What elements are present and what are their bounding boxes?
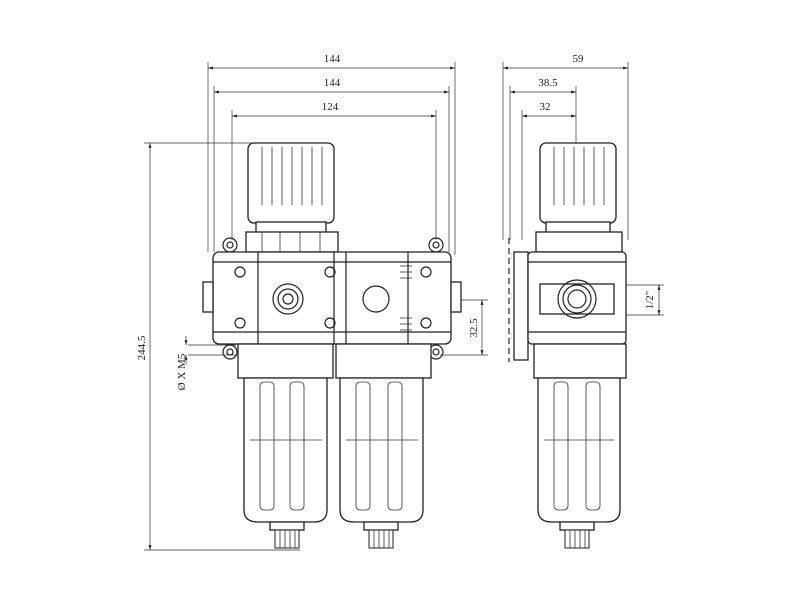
dimension-mounting-holes: Ø X M5 bbox=[176, 336, 236, 390]
side-bowl bbox=[533, 343, 627, 549]
dimension-32: 32 bbox=[521, 101, 576, 240]
side-bracket bbox=[508, 238, 529, 362]
dim-label-124: 124 bbox=[322, 101, 339, 113]
dim-label-mounting-holes: Ø X M5 bbox=[176, 353, 188, 390]
side-main-body bbox=[527, 251, 627, 345]
dim-label-59: 59 bbox=[573, 53, 585, 65]
dimension-59: 59 bbox=[502, 53, 629, 240]
dim-label-38-5: 38.5 bbox=[538, 77, 558, 89]
side-view: 59 38.5 32 1/2" bbox=[502, 53, 664, 549]
dim-label-32: 32 bbox=[540, 101, 551, 113]
dim-label-144-second: 144 bbox=[324, 77, 341, 89]
front-view: 144 144 124 244.5 Ø X M5 bbox=[136, 53, 488, 551]
side-regulator-knob bbox=[535, 142, 623, 253]
main-body-block bbox=[202, 251, 462, 345]
dim-label-144-top: 144 bbox=[324, 53, 341, 65]
dim-label-thread: 1/2" bbox=[644, 291, 656, 310]
dim-label-244-5: 244.5 bbox=[136, 335, 148, 360]
dimension-124: 124 bbox=[231, 101, 437, 240]
dimension-244-5: 244.5 bbox=[136, 142, 300, 551]
lubricator-bowl bbox=[335, 343, 432, 549]
regulator-knob bbox=[245, 142, 339, 253]
dim-label-32-5: 32.5 bbox=[468, 318, 480, 338]
dimension-144-second: 144 bbox=[213, 77, 450, 252]
dimension-144-top: 144 bbox=[207, 53, 456, 255]
filter-bowl bbox=[237, 343, 334, 549]
